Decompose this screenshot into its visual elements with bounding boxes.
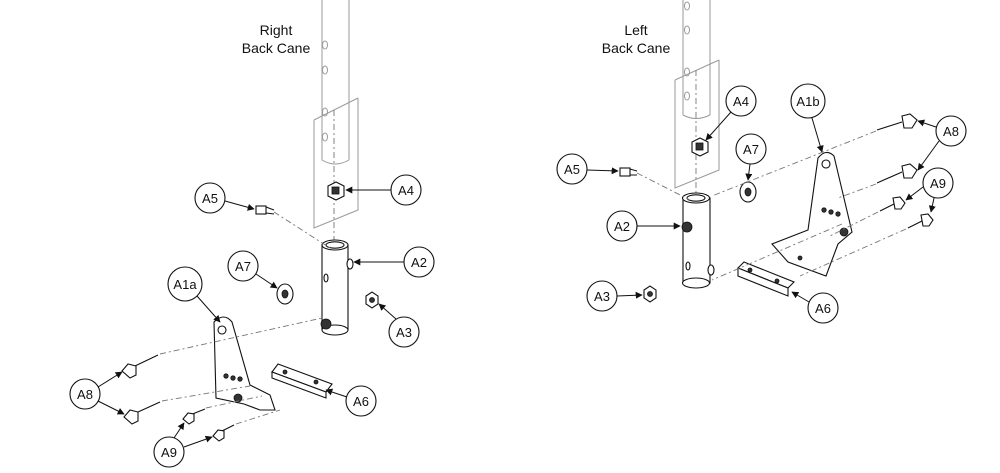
right-a9-bolts [182, 408, 235, 442]
right-back-cane [313, 0, 359, 245]
svg-text:A2: A2 [614, 219, 630, 234]
svg-text:A7: A7 [743, 142, 759, 157]
svg-text:A8: A8 [943, 124, 959, 139]
right-back-cane-assembly: Right Back Cane [69, 0, 435, 468]
right-a5-screw [255, 205, 275, 215]
right-callout-a1a: A1a [167, 266, 221, 323]
right-callout-a6: A6 [325, 385, 377, 417]
left-callout-a1b: A1b [790, 83, 826, 153]
right-a6-plate [271, 363, 333, 399]
svg-text:A3: A3 [594, 289, 610, 304]
svg-text:A1a: A1a [173, 277, 197, 292]
right-callout-a3: A3 [378, 303, 420, 348]
left-a9-bolts [879, 196, 934, 229]
left-callout-a5: A5 [556, 153, 619, 185]
left-callout-a6: A6 [791, 291, 839, 324]
svg-text:A9: A9 [161, 445, 177, 460]
left-callout-a4: A4 [705, 85, 757, 141]
left-back-cane-assembly: Left Back Cane [556, 0, 967, 324]
svg-text:A9: A9 [930, 176, 946, 191]
left-title-line1: Left [624, 22, 647, 38]
svg-text:A4: A4 [398, 183, 414, 198]
left-a8-bolts [876, 113, 918, 184]
right-a4-square-nut [327, 181, 345, 201]
svg-text:A5: A5 [564, 162, 580, 177]
left-callout-a8: A8 [917, 115, 967, 171]
right-callout-a9: A9 [153, 422, 213, 468]
svg-text:A6: A6 [353, 394, 369, 409]
left-a6-plate [737, 261, 795, 297]
svg-text:A6: A6 [815, 301, 831, 316]
right-callout-a8: A8 [69, 371, 125, 415]
right-callout-a7: A7 [227, 250, 278, 289]
right-a1a-bracket [213, 316, 276, 411]
right-title-line2: Back Cane [242, 40, 311, 56]
svg-text:A1b: A1b [796, 94, 819, 109]
left-a5-screw [619, 167, 638, 177]
left-a3-nut [643, 285, 657, 303]
svg-text:A7: A7 [235, 259, 251, 274]
left-a4-square-nut [691, 137, 709, 157]
svg-text:A5: A5 [202, 191, 218, 206]
right-title-line1: Right [260, 22, 293, 38]
svg-text:A2: A2 [411, 255, 427, 270]
left-a7-washer [739, 181, 757, 203]
left-title-line2: Back Cane [602, 40, 671, 56]
left-callout-a2: A2 [606, 210, 681, 242]
right-callout-a2: A2 [353, 246, 435, 278]
svg-text:A4: A4 [733, 94, 749, 109]
left-back-cane [674, 0, 720, 200]
right-callout-a4: A4 [345, 174, 422, 206]
svg-text:A3: A3 [396, 325, 412, 340]
svg-text:A8: A8 [77, 387, 93, 402]
left-a2-tube [681, 192, 715, 289]
left-callout-a3: A3 [586, 280, 643, 312]
left-callout-a9: A9 [905, 167, 954, 213]
right-callout-a5: A5 [194, 182, 255, 214]
right-a8-bolts [121, 354, 161, 425]
left-a1b-bracket [771, 151, 853, 277]
right-a3-nut [365, 291, 379, 309]
left-callout-a7: A7 [735, 133, 767, 181]
right-a2-tube [320, 239, 354, 336]
right-a7-washer [276, 283, 294, 305]
